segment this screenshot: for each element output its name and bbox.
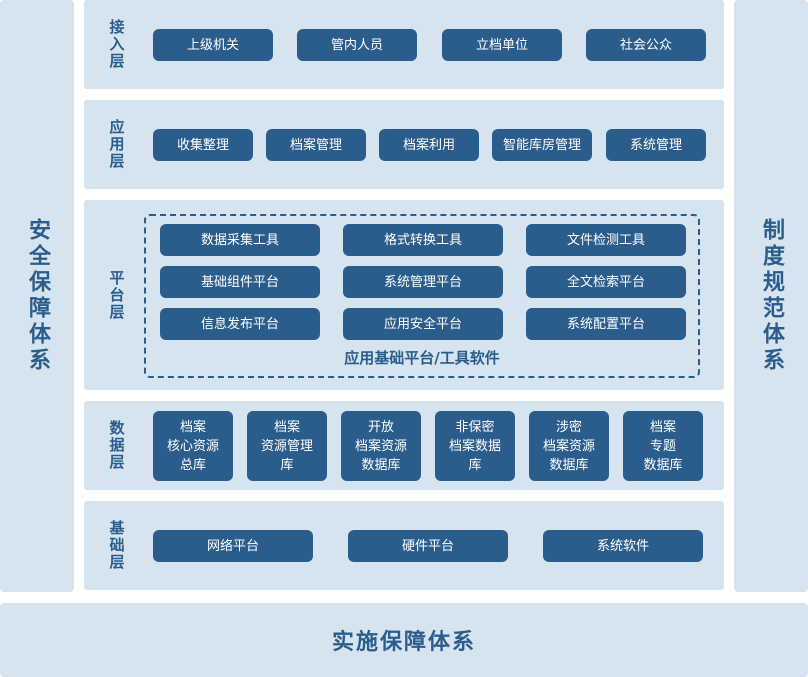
access-layer: 接入层 上级机关 管内人员 立档单位 社会公众 [84,0,724,89]
access-layer-label: 接入层 [107,19,126,70]
data-item[interactable]: 档案 资源管理 库 [247,411,327,481]
application-item[interactable]: 收集整理 [153,129,253,161]
data-item[interactable]: 非保密 档案数据 库 [435,411,515,481]
bottom-implementation-panel: 实施保障体系 [0,603,808,677]
platform-item[interactable]: 基础组件平台 [160,266,320,298]
access-item[interactable]: 立档单位 [442,29,562,61]
platform-group-caption: 应用基础平台/工具软件 [344,349,500,367]
left-security-panel: 安全保障体系 [0,0,74,592]
application-item[interactable]: 智能库房管理 [492,129,592,161]
platform-group-box: 应用基础平台/工具软件 [144,214,700,378]
access-item[interactable]: 上级机关 [153,29,273,61]
platform-layer: 平台层 应用基础平台/工具软件 数据采集工具 格式转换工具 文件检测工具 基础组… [84,200,724,390]
foundation-layer-label: 基础层 [107,520,126,571]
foundation-item[interactable]: 硬件平台 [348,530,508,562]
data-item[interactable]: 涉密 档案资源 数据库 [529,411,609,481]
platform-item[interactable]: 全文检索平台 [526,266,686,298]
regulation-system-title: 制度规范体系 [759,218,784,374]
application-item[interactable]: 档案利用 [379,129,479,161]
access-item[interactable]: 社会公众 [586,29,706,61]
data-item[interactable]: 档案 专题 数据库 [623,411,703,481]
application-layer-label: 应用层 [107,119,126,170]
data-layer-label: 数据层 [107,420,126,471]
platform-item[interactable]: 系统管理平台 [343,266,503,298]
platform-item[interactable]: 系统配置平台 [526,308,686,340]
access-item[interactable]: 管内人员 [297,29,417,61]
data-layer: 数据层 档案 核心资源 总库 档案 资源管理 库 开放 档案资源 数据库 非保密… [84,401,724,490]
platform-item[interactable]: 格式转换工具 [343,224,503,256]
platform-layer-label: 平台层 [107,269,126,321]
data-item[interactable]: 开放 档案资源 数据库 [341,411,421,481]
application-layer: 应用层 收集整理 档案管理 档案利用 智能库房管理 系统管理 [84,100,724,189]
platform-item[interactable]: 信息发布平台 [160,308,320,340]
security-system-title: 安全保障体系 [25,218,50,374]
platform-item[interactable]: 应用安全平台 [343,308,503,340]
foundation-layer: 基础层 网络平台 硬件平台 系统软件 [84,501,724,590]
data-item[interactable]: 档案 核心资源 总库 [153,411,233,481]
application-item[interactable]: 档案管理 [266,129,366,161]
application-item[interactable]: 系统管理 [606,129,706,161]
platform-item[interactable]: 文件检测工具 [526,224,686,256]
implementation-system-title: 实施保障体系 [331,630,476,655]
foundation-item[interactable]: 系统软件 [543,530,703,562]
right-regulation-panel: 制度规范体系 [734,0,808,592]
foundation-item[interactable]: 网络平台 [153,530,313,562]
platform-item[interactable]: 数据采集工具 [160,224,320,256]
